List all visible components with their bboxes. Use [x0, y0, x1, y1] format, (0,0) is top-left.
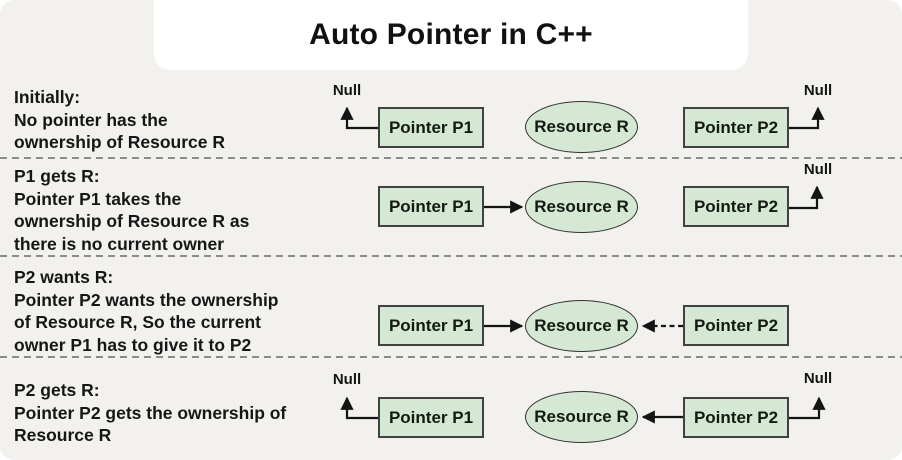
- pointer-p2-node-row2: Pointer P2: [683, 186, 789, 227]
- page-title: Auto Pointer in C++: [309, 18, 593, 51]
- section-heading: P1 gets R:: [14, 166, 100, 186]
- pointer-p2-node-row1: Pointer P2: [683, 107, 789, 148]
- row-separator: [0, 157, 902, 159]
- pointer-p1-node-row1: Pointer P1: [378, 107, 484, 148]
- resource-r-node-row3: Resource R: [525, 300, 638, 352]
- null-label-p1-row4: Null: [332, 371, 362, 388]
- section-heading: Initially:: [14, 87, 81, 107]
- connector-p1-to-null-row4: [340, 396, 378, 420]
- section-line: ownership of Resource R: [14, 132, 226, 152]
- pointer-p1-node-row4: Pointer P1: [378, 397, 484, 438]
- null-label-p2-row1: Null: [803, 82, 833, 99]
- section-heading: P2 gets R:: [14, 380, 100, 400]
- section-heading: P2 wants R:: [14, 267, 114, 287]
- section-text-p1-gets-r: P1 gets R: Pointer P1 takes the ownershi…: [14, 165, 346, 255]
- title-card: Auto Pointer in C++: [154, 0, 748, 70]
- section-line: owner P1 has to give it to P2: [14, 334, 252, 355]
- connector-p1-to-null-row1: [340, 106, 378, 130]
- section-line: of Resource R, So the current: [14, 312, 261, 332]
- null-label-p1-row1: Null: [332, 82, 362, 99]
- section-line: ownership of Resource R as: [14, 211, 250, 231]
- section-line: Pointer P2 gets the ownership of: [14, 402, 287, 423]
- pointer-p2-node-row3: Pointer P2: [683, 305, 789, 346]
- row-separator: [0, 356, 902, 358]
- section-line: Resource R: [14, 425, 112, 445]
- connector-p2-to-null-row2: [789, 185, 824, 210]
- section-text-p2-wants-r: P2 wants R: Pointer P2 wants the ownersh…: [14, 266, 346, 356]
- pointer-p2-node-row4: Pointer P2: [683, 397, 789, 438]
- section-line: No pointer has the: [14, 109, 168, 130]
- connector-p2-to-null-row4: [789, 396, 826, 420]
- null-label-p2-row2: Null: [803, 161, 833, 178]
- section-line: Pointer P1 takes the: [14, 188, 182, 209]
- resource-r-node-row1: Resource R: [525, 101, 638, 153]
- null-label-p2-row4: Null: [803, 370, 833, 387]
- section-line: there is no current owner: [14, 233, 225, 254]
- row-separator: [0, 255, 902, 257]
- connector-p2-to-null-row1: [789, 106, 825, 130]
- resource-r-node-row2: Resource R: [525, 181, 638, 233]
- resource-r-node-row4: Resource R: [525, 391, 638, 443]
- pointer-p1-node-row2: Pointer P1: [378, 186, 484, 227]
- section-text-initially: Initially: No pointer has the ownership …: [14, 86, 346, 154]
- section-line: Pointer P2 wants the ownership: [14, 289, 279, 310]
- section-text-p2-gets-r: P2 gets R: Pointer P2 gets the ownership…: [14, 379, 346, 447]
- pointer-p1-node-row3: Pointer P1: [378, 305, 484, 346]
